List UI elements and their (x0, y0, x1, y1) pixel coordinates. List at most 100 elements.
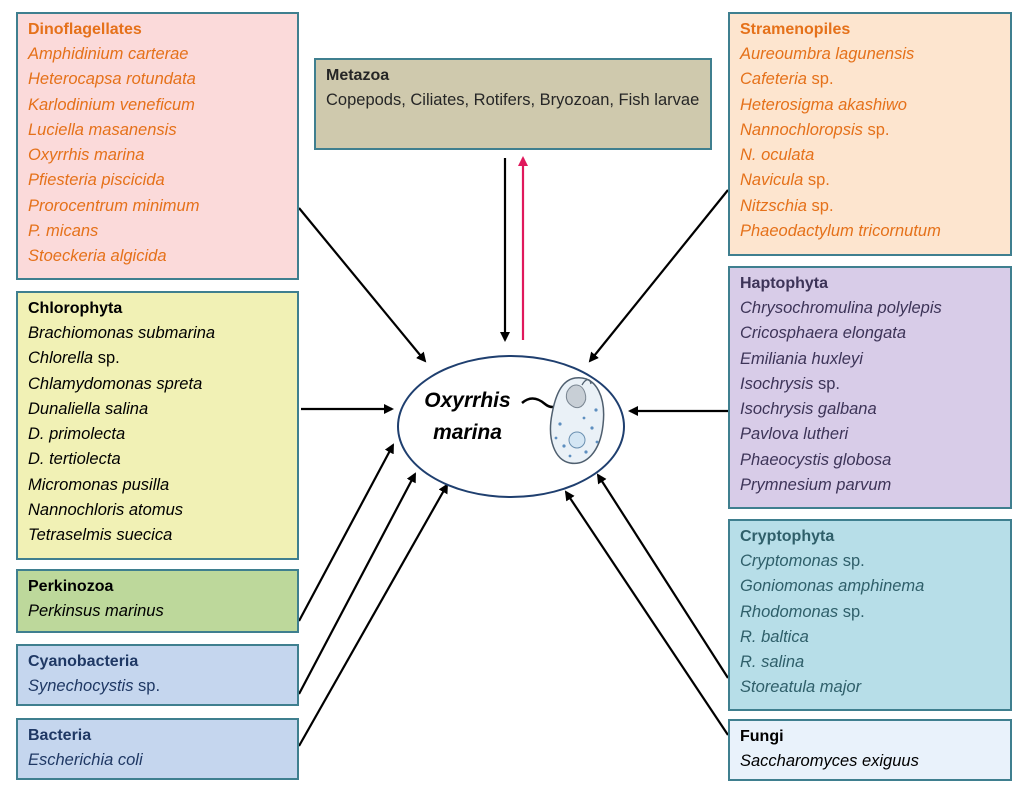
species-item: Pavlova lutheri (740, 422, 1000, 447)
species-name: Heterocapsa rotundata (28, 70, 196, 89)
species-item: Pfiesteria piscicida (28, 168, 287, 193)
species-name: Aureoumbra lagunensis (740, 45, 915, 63)
species-name: R. baltica (740, 627, 809, 646)
species-name: Goniomonas amphinema (740, 577, 925, 596)
species-item: Chrysochromulina polylepis (740, 296, 1000, 321)
group-box-bacteria: Bacteria Escherichia coli (16, 718, 299, 780)
group-box-cyanobacteria: Cyanobacteria Synechocystis sp. (16, 644, 299, 706)
species-qualifier: sp. (93, 349, 120, 368)
species-item: Nannochloris atomus (28, 498, 287, 523)
species-name: Perkinsus marinus (28, 602, 164, 620)
species-qualifier: sp. (806, 70, 834, 89)
center-name-line2: marina (433, 421, 502, 444)
species-item: Navicula sp. (740, 168, 1000, 193)
species-item: Chlorella sp. (28, 346, 287, 371)
species-item: Nitzschia sp. (740, 194, 1000, 219)
species-item: R. salina (740, 650, 1000, 675)
species-name: Brachiomonas submarina (28, 324, 216, 342)
species-item: Stoeckeria algicida (28, 244, 287, 269)
species-item: Cafeteria sp. (740, 67, 1000, 92)
species-item: R. baltica (740, 625, 1000, 650)
group-title: Haptophyta (740, 275, 828, 292)
species-item: Cryptomonas sp. (740, 549, 1000, 574)
species-name: Phaeocystis globosa (740, 450, 892, 469)
species-name: Luciella masanensis (28, 120, 177, 139)
species-name: Micromonas pusilla (28, 475, 170, 494)
species-name: Pfiesteria piscicida (28, 171, 165, 190)
species-qualifier: sp. (838, 552, 865, 570)
species-item: Perkinsus marinus (28, 599, 287, 624)
species-item: Phaeodactylum tricornutum (740, 219, 1000, 244)
group-title: Stramenopiles (740, 21, 851, 38)
species-name: D. tertiolecta (28, 450, 121, 469)
species-item: Prymnesium parvum (740, 473, 1000, 498)
species-item: Nannochloropsis sp. (740, 118, 1000, 143)
species-name: Cryptomonas (740, 552, 839, 570)
species-item: Tetraselmis suecica (28, 523, 287, 548)
species-name: Phaeodactylum tricornutum (740, 222, 941, 241)
group-box-metazoa: Metazoa Copepods, Ciliates, Rotifers, Br… (314, 58, 712, 150)
species-item: Cricosphaera elongata (740, 321, 1000, 346)
species-name: Cricosphaera elongata (740, 324, 907, 343)
species-item: Goniomonas amphinema (740, 574, 1000, 599)
species-qualifier: sp. (813, 374, 840, 393)
species-name: Chrysochromulina polylepis (740, 299, 942, 317)
species-name: Isochrysis (740, 374, 814, 393)
species-item: N. oculata (740, 143, 1000, 168)
species-item: Isochrysis sp. (740, 372, 1000, 397)
species-item: D. tertiolecta (28, 447, 287, 472)
group-box-cryptophyta: Cryptophyta Cryptomonas sp. Goniomonas am… (728, 519, 1012, 711)
group-title: Dinoflagellates (28, 21, 142, 38)
species-qualifier: sp. (838, 602, 865, 621)
group-description: Copepods, Ciliates, Rotifers, Bryozoan, … (326, 91, 700, 109)
species-item: Karlodinium veneficum (28, 93, 287, 118)
species-name: Nitzschia (740, 196, 807, 215)
species-name: Pavlova lutheri (740, 425, 849, 444)
species-name: Navicula (740, 171, 804, 190)
arrow-stramenopiles (588, 189, 729, 363)
species-item: Saccharomyces exiguus (740, 749, 1000, 774)
center-organism-name: Oxyrrhis marina (415, 385, 520, 449)
species-name: Chlorella (28, 349, 94, 368)
species-name: Amphidinium carterae (28, 45, 189, 63)
species-name: Stoeckeria algicida (28, 247, 167, 266)
species-item: Phaeocystis globosa (740, 448, 1000, 473)
group-box-fungi: Fungi Saccharomyces exiguus (728, 719, 1012, 781)
species-name: N. oculata (740, 146, 815, 165)
center-name-line1: Oxyrrhis (424, 389, 511, 412)
species-qualifier: sp. (806, 196, 834, 215)
species-item: Amphidinium carterae (28, 42, 287, 67)
species-qualifier: sp. (803, 171, 830, 190)
species-item: Escherichia coli (28, 748, 287, 773)
group-title: Cyanobacteria (28, 653, 139, 670)
group-title: Perkinozoa (28, 578, 114, 595)
species-name: Isochrysis galbana (740, 400, 877, 419)
group-title: Chlorophyta (28, 300, 123, 317)
arrow-cyanobacteria (298, 472, 416, 695)
group-title: Cryptophyta (740, 528, 835, 545)
species-name: Rhodomonas (740, 602, 839, 621)
species-name: Escherichia coli (28, 751, 143, 769)
species-name: Prorocentrum minimum (28, 196, 200, 215)
species-name: Emiliania huxleyi (740, 349, 863, 368)
species-name: Nannochloropsis (740, 120, 863, 139)
species-name: Prymnesium parvum (740, 476, 892, 495)
arrow-fungi (564, 490, 729, 736)
species-item: Prorocentrum minimum (28, 194, 287, 219)
species-name: Tetraselmis suecica (28, 526, 173, 545)
group-title: Bacteria (28, 727, 92, 744)
arrow-bacteria (298, 483, 448, 747)
species-name: Chlamydomonas spreta (28, 374, 203, 393)
group-title: Fungi (740, 728, 784, 745)
species-name: Cafeteria (740, 70, 807, 89)
species-item: Luciella masanensis (28, 118, 287, 143)
species-name: Storeatula major (740, 678, 862, 697)
species-item: Synechocystis sp. (28, 674, 287, 699)
species-item: Rhodomonas sp. (740, 600, 1000, 625)
species-item: D. primolecta (28, 422, 287, 447)
species-item: Heterosigma akashiwo (740, 93, 1000, 118)
